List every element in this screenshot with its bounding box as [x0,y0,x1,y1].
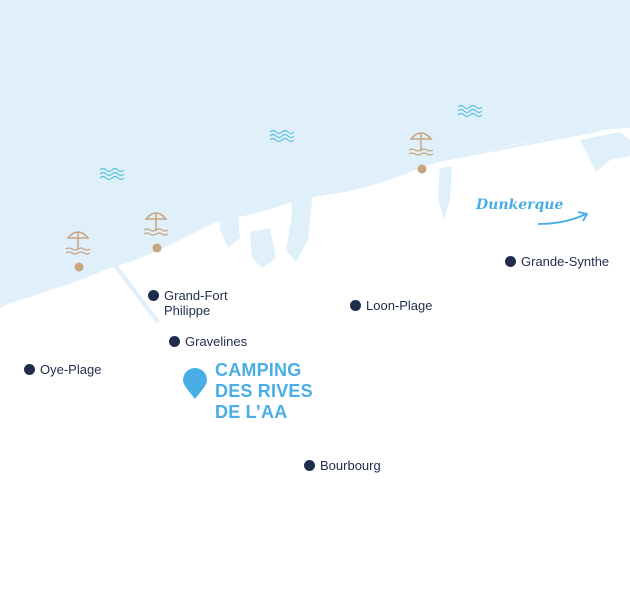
town-marker-icon [350,300,361,311]
town-label: Grand-Fort Philippe [164,288,228,318]
beach-umbrella-icon [408,132,434,174]
camping-marker: CAMPING DES RIVES DE L’AA [182,360,313,423]
town-marker-icon [169,336,180,347]
town-label: Grande-Synthe [521,254,610,269]
waves-icon [99,167,125,181]
town-oye-plage: Oye-Plage [24,362,101,377]
town-label: Bourbourg [320,458,381,473]
town-marker-icon [304,460,315,471]
harbour-water-center [286,170,312,262]
town-label: Gravelines [185,334,248,349]
harbour-water-east [438,166,452,220]
town-loon-plage: Loon-Plage [350,298,433,313]
harbour-water-far-east [580,132,630,172]
town-marker-icon [24,364,35,375]
beach-umbrella-icon [143,212,169,253]
town-marker-icon [505,256,516,267]
curved-arrow-icon [537,211,589,225]
waves-icon [457,104,483,118]
beach-umbrella-icon [65,231,91,272]
river-aa [106,254,160,324]
town-label: Loon-Plage [366,298,433,313]
jetty [419,128,601,166]
waves-icon [269,129,295,143]
harbour-water-west [218,190,240,248]
town-bourbourg: Bourbourg [304,458,381,473]
sea-area [0,0,630,308]
direction-label: Dunkerque [476,197,564,213]
camping-label: CAMPING DES RIVES DE L’AA [215,360,313,422]
harbour-water-basin [250,228,276,268]
town-gravelines: Gravelines [169,334,247,349]
town-grand-fort-philippe: Grand-Fort Philippe [148,288,228,318]
location-pin-icon [183,368,207,399]
town-label: Oye-Plage [40,362,102,377]
town-marker-icon [148,290,159,301]
town-grande-synthe: Grande-Synthe [505,254,609,269]
